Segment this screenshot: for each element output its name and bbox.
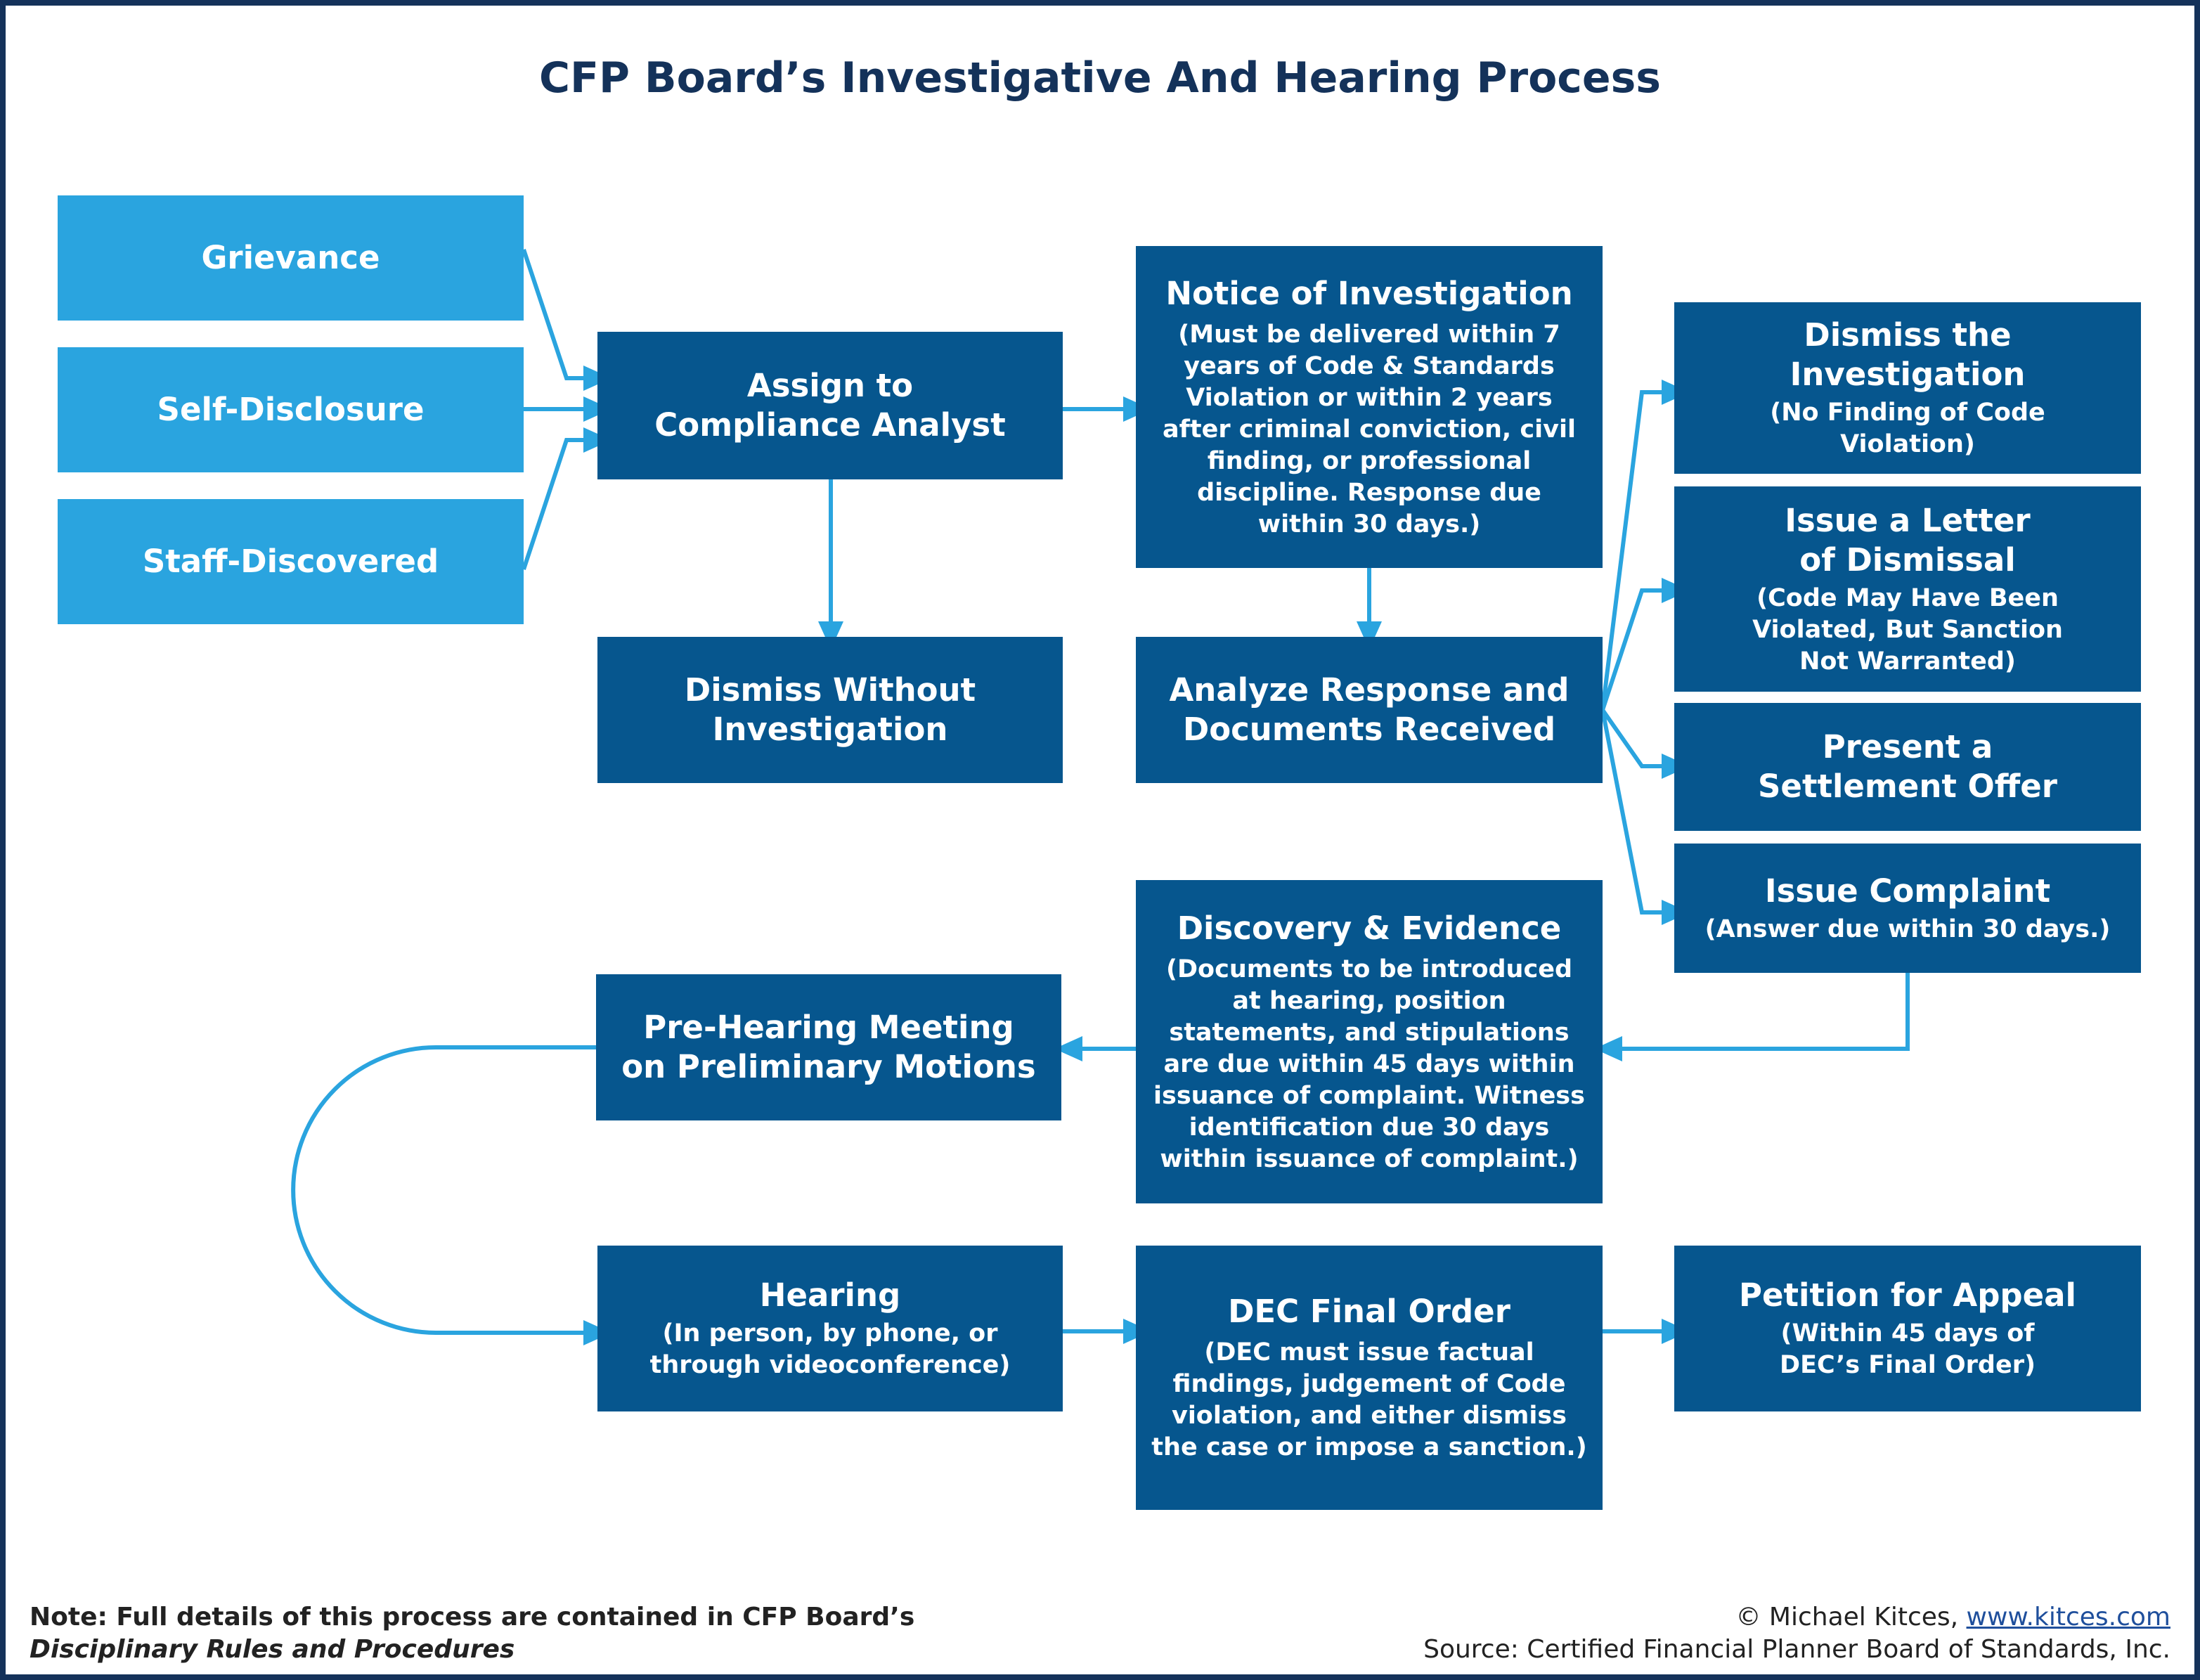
petition-appeal-title: Petition for Appeal xyxy=(1739,1277,2076,1314)
notice-of-investigation-title: Notice of Investigation xyxy=(1165,274,1573,312)
dec-final-order-box: DEC Final Order (DEC must issue factual … xyxy=(1136,1246,1603,1510)
arrow-analyze-to-dismiss-investigation xyxy=(1600,380,1690,711)
grievance-title: Grievance xyxy=(201,239,380,276)
arrow-staff-to-assign xyxy=(522,427,612,570)
notice-of-investigation-box: Notice of Investigation (Must be deliver… xyxy=(1136,246,1603,568)
arrow-pre-hearing-to-hearing xyxy=(291,1045,612,1345)
copyright-text: © Michael Kitces, xyxy=(1735,1603,1967,1631)
arrow-analyze-to-complaint xyxy=(1600,709,1690,925)
diagram-title: CFP Board’s Investigative And Hearing Pr… xyxy=(538,53,1661,103)
dec-final-order-detail: (DEC must issue factual findings, judgem… xyxy=(1151,1338,1587,1461)
dec-final-order-title: DEC Final Order xyxy=(1228,1293,1510,1330)
self-disclosure-title: Self-Disclosure xyxy=(157,391,425,428)
hearing-title: Hearing xyxy=(759,1277,901,1314)
discovery-evidence-box: Discovery & Evidence (Documents to be in… xyxy=(1136,880,1603,1203)
footnote-line: Note: Full details of this process are c… xyxy=(30,1603,915,1631)
staff-discovered-box: Staff-Discovered xyxy=(58,499,524,624)
grievance-box: Grievance xyxy=(58,195,524,321)
arrow-analyze-to-settlement xyxy=(1600,709,1690,779)
arrow-complaint-to-discovery xyxy=(1594,973,1910,1061)
source-line: Source: Certified Financial Planner Boar… xyxy=(1423,1635,2170,1664)
issue-complaint-detail: (Answer due within 30 days.) xyxy=(1704,915,2111,943)
copyright-line: © Michael Kitces, www.kitces.com xyxy=(1423,1601,2170,1634)
discovery-evidence-detail: (Documents to be introduced at hearing, … xyxy=(1153,955,1585,1173)
notice-of-investigation-detail: (Must be delivered within 7 years of Cod… xyxy=(1163,320,1576,538)
credit-block: © Michael Kitces, www.kitces.com Source:… xyxy=(1423,1601,2170,1666)
arrow-grievance-to-assign xyxy=(522,249,612,391)
issue-complaint-box: Issue Complaint (Answer due within 30 da… xyxy=(1674,844,2141,973)
issue-complaint-title: Issue Complaint xyxy=(1764,872,2051,910)
arrow-analyze-to-letter xyxy=(1600,578,1690,711)
self-disclosure-box: Self-Disclosure xyxy=(58,347,524,472)
kitces-link[interactable]: www.kitces.com xyxy=(1966,1603,2170,1631)
staff-discovered-title: Staff-Discovered xyxy=(142,543,439,580)
footnote-document-title: Disciplinary Rules and Procedures xyxy=(30,1635,515,1664)
discovery-evidence-title: Discovery & Evidence xyxy=(1177,909,1562,947)
footnote: Note: Full details of this process are c… xyxy=(30,1601,914,1666)
